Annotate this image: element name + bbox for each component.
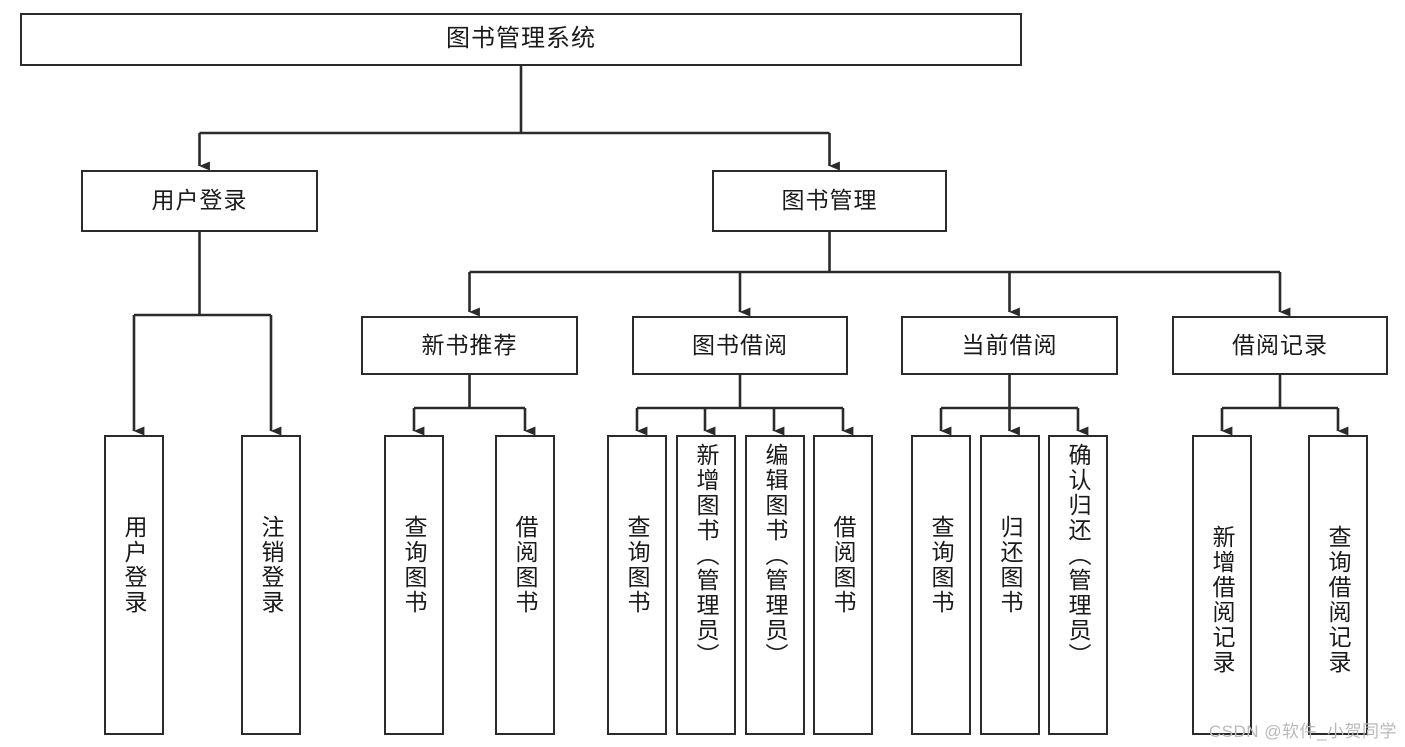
leaf-query-book-3[interactable]: 查询图书: [911, 435, 971, 735]
leaf-logout[interactable]: 注销登录: [241, 435, 301, 735]
csdn-watermark: CSDN @软件_小贺同学: [1208, 722, 1397, 741]
leaf-label: 查询借阅记录: [1325, 525, 1352, 675]
leaf-label: 注销登录: [258, 515, 285, 615]
node-book-borrow[interactable]: 图书借阅: [632, 316, 848, 375]
leaf-edit-book[interactable]: 编辑图书（管理员）: [745, 435, 805, 735]
node-borrow-record[interactable]: 借阅记录: [1172, 316, 1388, 375]
leaf-label: 新增图书（管理员）: [693, 443, 720, 668]
leaf-borrow-book-1[interactable]: 借阅图书: [495, 435, 555, 735]
leaf-confirm-return[interactable]: 确认归还（管理员）: [1048, 435, 1108, 735]
leaf-label: 查询图书: [401, 515, 428, 615]
leaf-label: 借阅图书: [830, 515, 857, 615]
node-new-book-recommend[interactable]: 新书推荐: [361, 316, 578, 375]
node-current-borrow[interactable]: 当前借阅: [901, 316, 1118, 375]
leaf-label: 借阅图书: [512, 515, 539, 615]
leaf-label: 编辑图书（管理员）: [762, 443, 789, 668]
leaf-label: 查询图书: [624, 515, 651, 615]
leaf-add-record[interactable]: 新增借阅记录: [1192, 435, 1252, 735]
node-user-login[interactable]: 用户登录: [81, 170, 318, 232]
leaf-user-login[interactable]: 用户登录: [104, 435, 164, 735]
leaf-label: 新增借阅记录: [1209, 525, 1236, 675]
node-root-system[interactable]: 图书管理系统: [20, 13, 1022, 66]
leaf-label: 确认归还（管理员）: [1065, 443, 1092, 668]
leaf-label: 查询图书: [928, 515, 955, 615]
leaf-label: 用户登录: [121, 515, 148, 615]
leaf-return-book[interactable]: 归还图书: [980, 435, 1040, 735]
leaf-query-record[interactable]: 查询借阅记录: [1308, 435, 1368, 735]
node-book-manage[interactable]: 图书管理: [712, 170, 947, 232]
leaf-add-book[interactable]: 新增图书（管理员）: [676, 435, 736, 735]
leaf-label: 归还图书: [997, 515, 1024, 615]
leaf-borrow-book-2[interactable]: 借阅图书: [813, 435, 873, 735]
leaf-query-book-1[interactable]: 查询图书: [384, 435, 444, 735]
leaf-query-book-2[interactable]: 查询图书: [607, 435, 667, 735]
